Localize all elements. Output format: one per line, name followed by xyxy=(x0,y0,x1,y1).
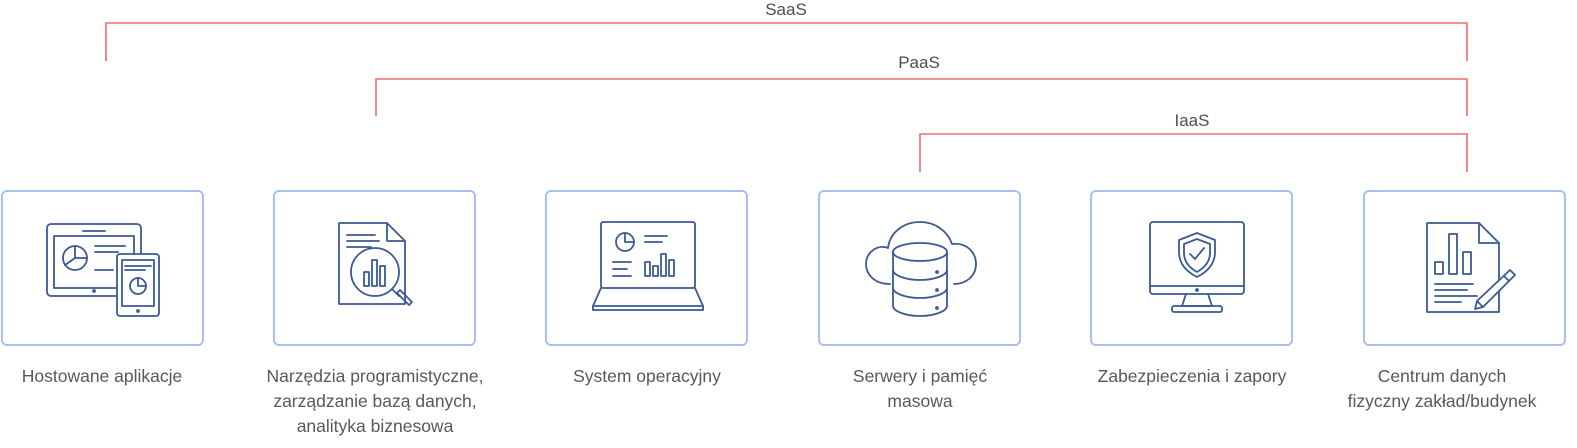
caption-datacenter: Centrum danych fizyczny zakład/budynek xyxy=(1347,366,1537,411)
saas-bracket xyxy=(105,22,1468,61)
cloud-database-icon xyxy=(865,221,977,317)
tablet-dashboard-icon xyxy=(46,223,160,317)
card-dev-tools xyxy=(273,190,476,346)
monitor-shield-icon xyxy=(1149,221,1245,313)
iaas-label: IaaS xyxy=(1174,111,1210,130)
caption-dev-tools: Narzędzia programistyczne, zarządzanie b… xyxy=(266,366,484,436)
card-servers xyxy=(818,190,1021,346)
card-security xyxy=(1090,190,1293,346)
card-datacenter xyxy=(1363,190,1566,346)
saas-label: SaaS xyxy=(765,0,807,19)
caption-os: System operacyjny xyxy=(573,366,721,386)
card-os xyxy=(545,190,748,346)
paas-label: PaaS xyxy=(898,53,940,72)
caption-servers: Serwery i pamięć masowa xyxy=(852,366,988,411)
document-analytics-icon xyxy=(338,222,413,306)
document-sign-icon xyxy=(1426,222,1516,313)
caption-hosted-apps: Hostowane aplikacje xyxy=(21,366,183,386)
iaas-bracket xyxy=(919,133,1468,172)
laptop-chart-icon xyxy=(592,221,704,311)
card-hosted-apps xyxy=(1,190,204,346)
caption-security: Zabezpieczenia i zapory xyxy=(1097,366,1287,386)
paas-bracket xyxy=(375,78,1468,116)
